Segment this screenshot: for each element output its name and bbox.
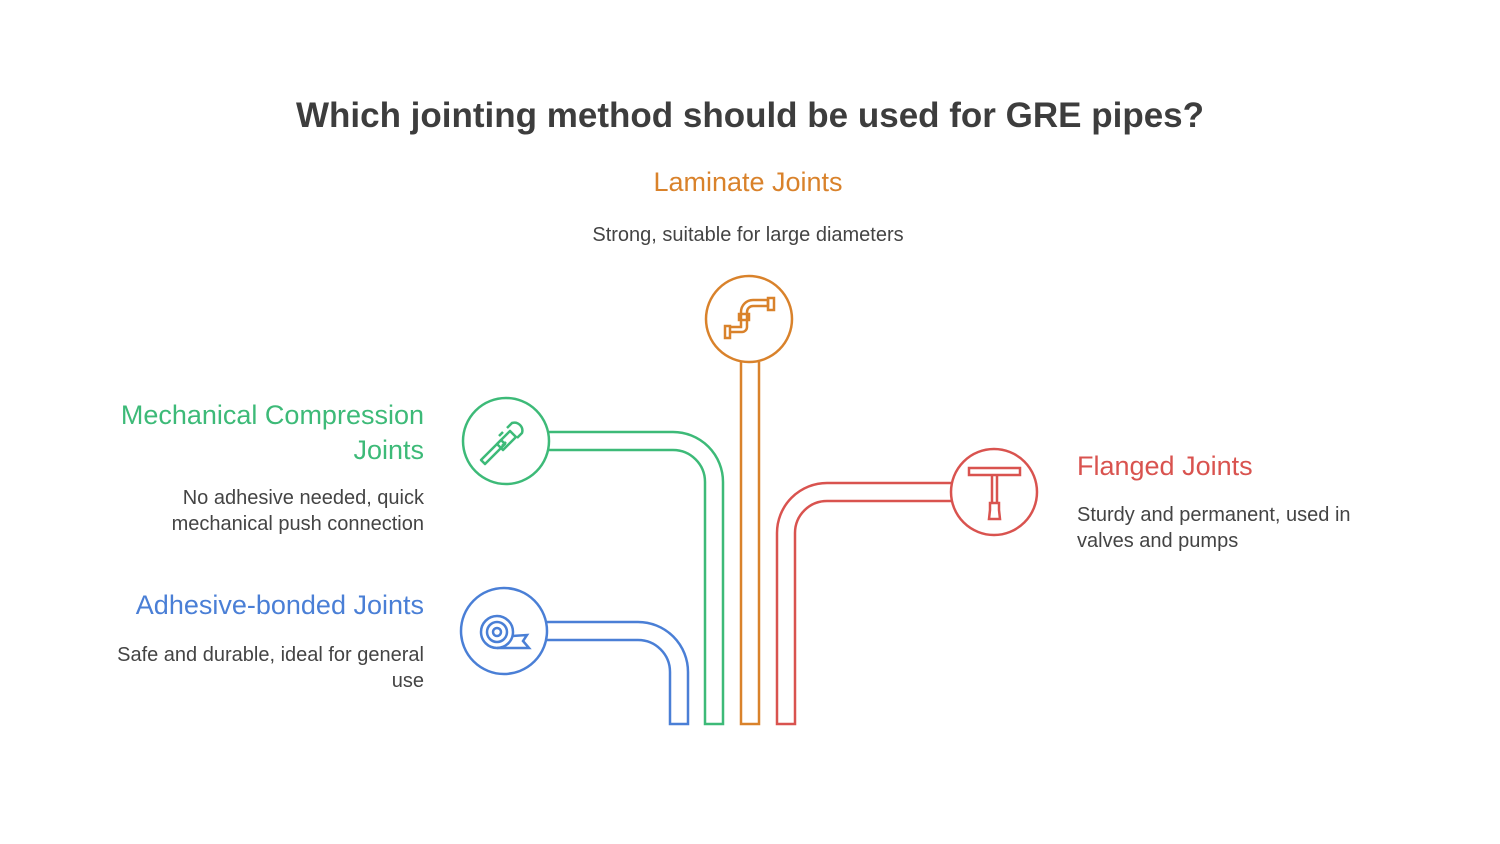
pipe-elbow-icon (723, 296, 776, 340)
tape-roll-icon (479, 614, 532, 650)
flanged-pipe (775, 447, 1039, 726)
laminate-pipe (704, 274, 794, 726)
flanged-circle (949, 447, 1039, 537)
laminate-description: Strong, suitable for large diameters (592, 224, 904, 246)
adhesive-pipe (459, 586, 690, 726)
pipe-wrench-icon (479, 421, 524, 466)
adhesive-heading: Adhesive-bonded Joints (135, 590, 424, 620)
flanged-heading: Flanged Joints (1077, 451, 1253, 481)
laminate-heading: Laminate Joints (653, 167, 843, 197)
mechanical-description: No adhesive needed, quick mechanical pus… (171, 487, 424, 535)
adhesive-circle (459, 586, 549, 676)
flanged-description: Sturdy and permanent, used in valves and… (1077, 504, 1351, 552)
mechanical-circle (461, 396, 551, 486)
mechanical-heading: Mechanical Compression Joints (120, 400, 424, 465)
diagram-title: Which jointing method should be used for… (295, 96, 1205, 135)
laminate-circle (704, 274, 794, 364)
adhesive-description: Safe and durable, ideal for general use (117, 644, 424, 692)
mechanical-pipe (461, 396, 725, 726)
t-handle-wrench-icon (967, 466, 1022, 521)
